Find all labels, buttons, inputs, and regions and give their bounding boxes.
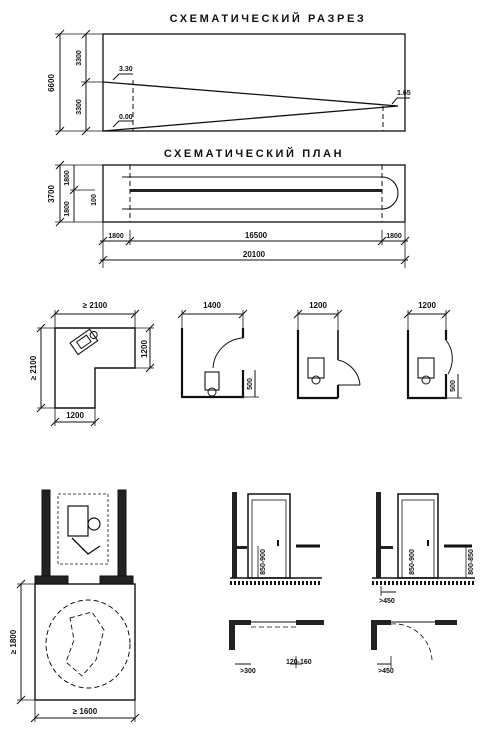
dim-corner-arm-width: 1200 (66, 411, 84, 420)
vestibule-wall-right (117, 489, 127, 577)
dim-height-lower: 3300 (76, 99, 83, 115)
dim-handle-height-b: 850-900 (409, 549, 416, 575)
section-title: СХЕМАТИЧЕСКИЙ РАЗРЕЗ (170, 12, 367, 25)
level-bottom-label: 0.00 (119, 114, 133, 121)
dim-vestibule-depth: ≥ 1800 (9, 629, 18, 654)
section-frame (102, 33, 406, 132)
dim-plan-len-total: 20100 (243, 250, 266, 259)
dim-corner-width: ≥ 2100 (83, 301, 108, 310)
plan-divider-wall (130, 189, 382, 192)
wheelchair-icon (69, 328, 99, 356)
turning-area-door-in: 1200 (293, 301, 361, 400)
dim-clearance-b: >450 (378, 668, 394, 675)
dim-handle-height-a: 850-900 (260, 549, 267, 575)
door-swing-arc (445, 339, 453, 375)
schematic-plan: СХЕМАТИЧЕСКИЙ ПЛАН 3700 1800 1800 100 18… (47, 147, 410, 268)
ramp-lower-line (102, 105, 399, 132)
turning-area-deadend: 1400 500 (177, 301, 259, 399)
dim-plan-divider: 100 (91, 194, 98, 206)
vestibule-wall-left (41, 489, 51, 577)
dim-plan-len-ramp: 16500 (245, 231, 268, 240)
dim-door-out-width: 1200 (418, 301, 436, 310)
turning-circle (45, 599, 131, 689)
plan-title: СХЕМАТИЧЕСКИЙ ПЛАН (164, 147, 344, 160)
level-mark-top (112, 73, 133, 81)
corner-outline (54, 327, 136, 409)
dim-frame-depth: 120-160 (286, 659, 312, 666)
wheelchair-icon (417, 357, 435, 385)
plan-ramp-path (122, 176, 399, 210)
dim-plan-lane-b: 1800 (64, 201, 71, 217)
turning-area-corner: ≥ 2100 ≥ 2100 1200 1200 (29, 301, 155, 427)
dim-door-in-width: 1200 (309, 301, 327, 310)
level-top-label: 3.30 (119, 66, 133, 73)
dim-height-upper: 3300 (76, 50, 83, 66)
level-mark-landing (391, 97, 410, 105)
door-elevation-b: 850-900 800-850 >450 (372, 492, 475, 605)
dim-deadend-offset: 500 (247, 378, 254, 390)
turning-area-door-out: 1200 500 (403, 301, 462, 400)
vestibule-plan: ≥ 1800 ≥ 1600 (9, 489, 140, 723)
dim-height-total: 6600 (47, 74, 56, 92)
dim-corner-height: ≥ 2100 (29, 355, 38, 380)
level-mark-bottom (112, 120, 133, 128)
wheelchair-with-person-icon (67, 505, 101, 555)
wheelchair-icon (204, 371, 220, 397)
door-plan-b: >450 (371, 620, 457, 675)
door-elevation-a: 850-900 (230, 492, 322, 585)
level-landing-label: 1.65 (397, 90, 411, 97)
door-swing-arc (390, 623, 433, 661)
door-swing-arc (337, 359, 361, 386)
door-plan-a: >300 120-160 (229, 620, 324, 675)
dim-door-out-offset: 500 (450, 380, 457, 392)
dim-rail-height: 800-850 (468, 549, 475, 575)
ramp-upper-line (102, 81, 399, 107)
dim-clearance-a: >300 (240, 668, 256, 675)
plan-frame (102, 164, 406, 223)
dim-plan-lane-a: 1800 (64, 170, 71, 186)
wheelchair-footprint (65, 611, 105, 677)
dim-plan-len-end: 1800 (386, 233, 402, 240)
handrail-stub (237, 546, 247, 549)
handrail-stub (381, 546, 393, 549)
dim-deadend-width: 1400 (203, 301, 221, 310)
schematic-section: СХЕМАТИЧЕСКИЙ РАЗРЕЗ 3.30 0.00 1.65 6600… (47, 12, 411, 136)
door-leaf (397, 493, 439, 579)
door-leaf (247, 493, 291, 579)
dim-vestibule-width: ≥ 1600 (73, 707, 98, 716)
wheelchair-icon (307, 357, 325, 385)
dim-corner-arm-height: 1200 (140, 340, 149, 358)
vestibule-area (34, 583, 136, 701)
door-swing-arc (212, 337, 244, 369)
dim-plan-len-start: 1800 (108, 233, 124, 240)
dim-clearance-c: >450 (379, 598, 395, 605)
dim-plan-width-total: 3700 (47, 185, 56, 203)
